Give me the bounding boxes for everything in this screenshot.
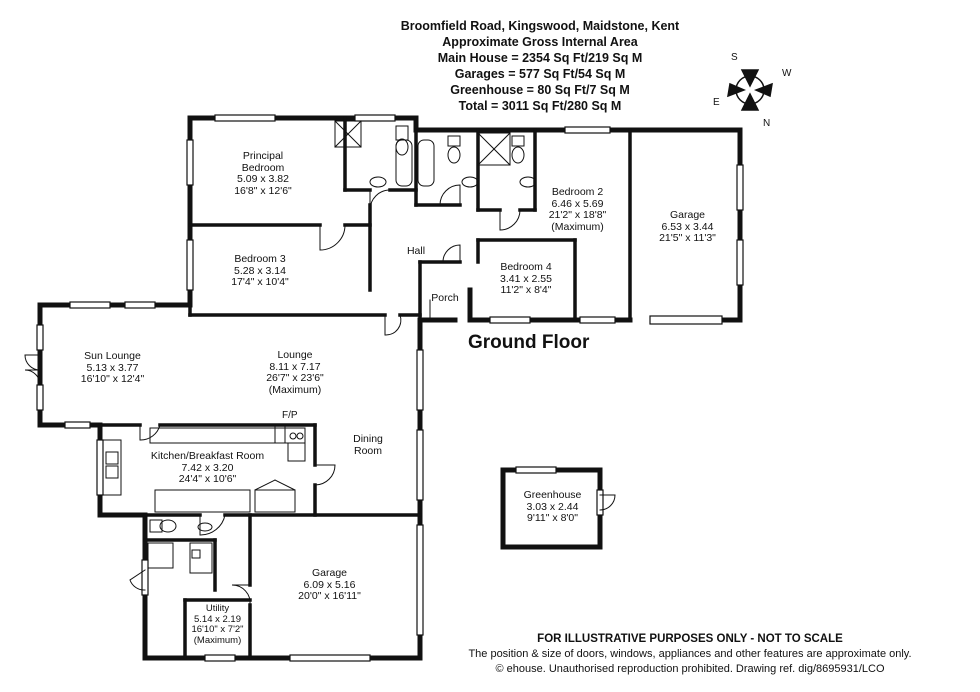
room-metric: 5.13 x 3.77 <box>86 361 139 374</box>
room-imperial: 20'0" x 16'11" <box>298 590 361 602</box>
room-name: Room <box>353 444 382 457</box>
address: Broomfield Road, Kingswood, Maidstone, K… <box>400 19 680 33</box>
room-metric: 3.03 x 2.44 <box>526 500 579 513</box>
room-bedroom-3: Bedroom 3 5.28 x 3.14 17'4" x 10'4" <box>215 253 305 289</box>
fireplace-label: F/P <box>282 410 298 421</box>
room-imperial: 11'2" x 8'4" <box>500 284 552 296</box>
room-metric: 3.41 x 2.55 <box>500 272 552 285</box>
greenhouse-area: Greenhouse = 80 Sq Ft/7 Sq M <box>450 83 630 97</box>
compass-s: S <box>731 52 738 63</box>
greenhouse-outline <box>500 466 616 550</box>
room-name: Bedroom 4 <box>500 261 552 273</box>
room-name: Lounge <box>277 349 313 361</box>
windows <box>36 114 744 662</box>
room-imperial: 24'4" x 10'6" <box>178 473 237 485</box>
internal-walls <box>98 116 632 660</box>
room-metric: 7.42 x 3.20 <box>181 461 234 474</box>
room-name: Garage <box>669 209 706 221</box>
compass-n: N <box>763 118 771 129</box>
room-name: Bedroom 2 <box>551 186 604 198</box>
room-imperial: 16'10" x 7'2" <box>191 624 244 635</box>
disclaimer-footer: FOR ILLUSTRATIVE PURPOSES ONLY - NOT TO … <box>420 632 960 677</box>
room-bedroom-4: Bedroom 4 3.41 x 2.55 11'2" x 8'4" <box>486 261 566 297</box>
room-metric: 8.11 x 7.17 <box>269 360 321 373</box>
room-kitchen: Kitchen/Breakfast Room 7.42 x 3.20 24'4"… <box>135 450 280 486</box>
room-name: Garage <box>311 567 348 579</box>
disclaimer-text: The position & size of doors, windows, a… <box>468 648 912 660</box>
room-name: Bedroom 3 <box>234 253 286 265</box>
copyright-text: © ehouse. Unauthorised reproduction proh… <box>495 663 885 675</box>
room-name: Greenhouse <box>523 489 582 501</box>
room-metric: 6.53 x 3.44 <box>661 220 714 233</box>
doors <box>24 184 521 606</box>
room-utility: Utility 5.14 x 2.19 16'10" x 7'2" (Maxim… <box>185 603 250 646</box>
disclaimer-title: FOR ILLUSTRATIVE PURPOSES ONLY - NOT TO … <box>537 633 843 645</box>
room-note: (Maximum) <box>268 383 322 396</box>
room-name: Principal <box>242 150 284 162</box>
room-imperial: 21'5" x 11'3" <box>659 232 716 244</box>
room-bedroom-2: Bedroom 2 6.46 x 5.69 21'2" x 18'8" (Max… <box>530 186 625 233</box>
total-area: Total = 3011 Sq Ft/280 Sq M <box>458 99 622 113</box>
compass-rose <box>727 69 773 111</box>
room-name: Dining <box>353 433 383 445</box>
room-metric: 5.28 x 3.14 <box>234 264 286 277</box>
room-metric: 6.46 x 5.69 <box>551 197 604 210</box>
area-subtitle: Approximate Gross Internal Area <box>442 35 638 49</box>
compass-w: W <box>782 68 792 79</box>
room-metric: 6.09 x 5.16 <box>303 578 356 591</box>
sanitary-fittings <box>149 120 537 533</box>
room-garage-2: Garage 6.09 x 5.16 20'0" x 16'11" <box>282 567 377 603</box>
garages-area: Garages = 577 Sq Ft/54 Sq M <box>454 67 626 81</box>
compass-e: E <box>713 97 720 108</box>
room-sun-lounge: Sun Lounge 5.13 x 3.77 16'10" x 12'4" <box>65 350 160 386</box>
room-note: (Maximum) <box>551 220 604 233</box>
room-name: Kitchen/Breakfast Room <box>150 450 265 462</box>
floor-label: Ground Floor <box>468 332 590 353</box>
room-greenhouse: Greenhouse 3.03 x 2.44 9'11" x 8'0" <box>510 489 595 525</box>
main-house-area: Main House = 2354 Sq Ft/219 Sq M <box>437 51 643 65</box>
room-imperial: 21'2" x 18'8" <box>548 209 607 221</box>
room-lounge: Lounge 8.11 x 7.17 26'7" x 23'6" (Maximu… <box>250 349 340 396</box>
room-imperial: 17'4" x 10'4" <box>231 276 289 288</box>
plan-header: Broomfield Road, Kingswood, Maidstone, K… <box>330 18 750 114</box>
room-metric: 5.09 x 3.82 <box>237 173 289 185</box>
room-name: Hall <box>406 245 426 257</box>
room-name: Bedroom <box>241 161 285 174</box>
kitchen-units <box>102 424 306 574</box>
room-name: Utility <box>205 603 230 614</box>
room-note: (Maximum) <box>193 634 242 646</box>
room-hall: Hall <box>396 245 436 258</box>
room-porch: Porch <box>425 292 465 305</box>
room-imperial: 9'11" x 8'0" <box>527 512 578 524</box>
room-principal-bedroom: Principal Bedroom 5.09 x 3.82 16'8" x 12… <box>218 150 308 197</box>
room-name: Sun Lounge <box>84 350 141 362</box>
room-name: Porch <box>431 292 459 304</box>
room-imperial: 16'8" x 12'6" <box>234 184 292 197</box>
room-garage-1: Garage 6.53 x 3.44 21'5" x 11'3" <box>645 209 730 245</box>
room-imperial: 26'7" x 23'6" <box>266 372 324 384</box>
room-metric: 5.14 x 2.19 <box>193 613 241 625</box>
room-dining: Dining Room <box>343 433 393 457</box>
room-imperial: 16'10" x 12'4" <box>80 373 145 385</box>
